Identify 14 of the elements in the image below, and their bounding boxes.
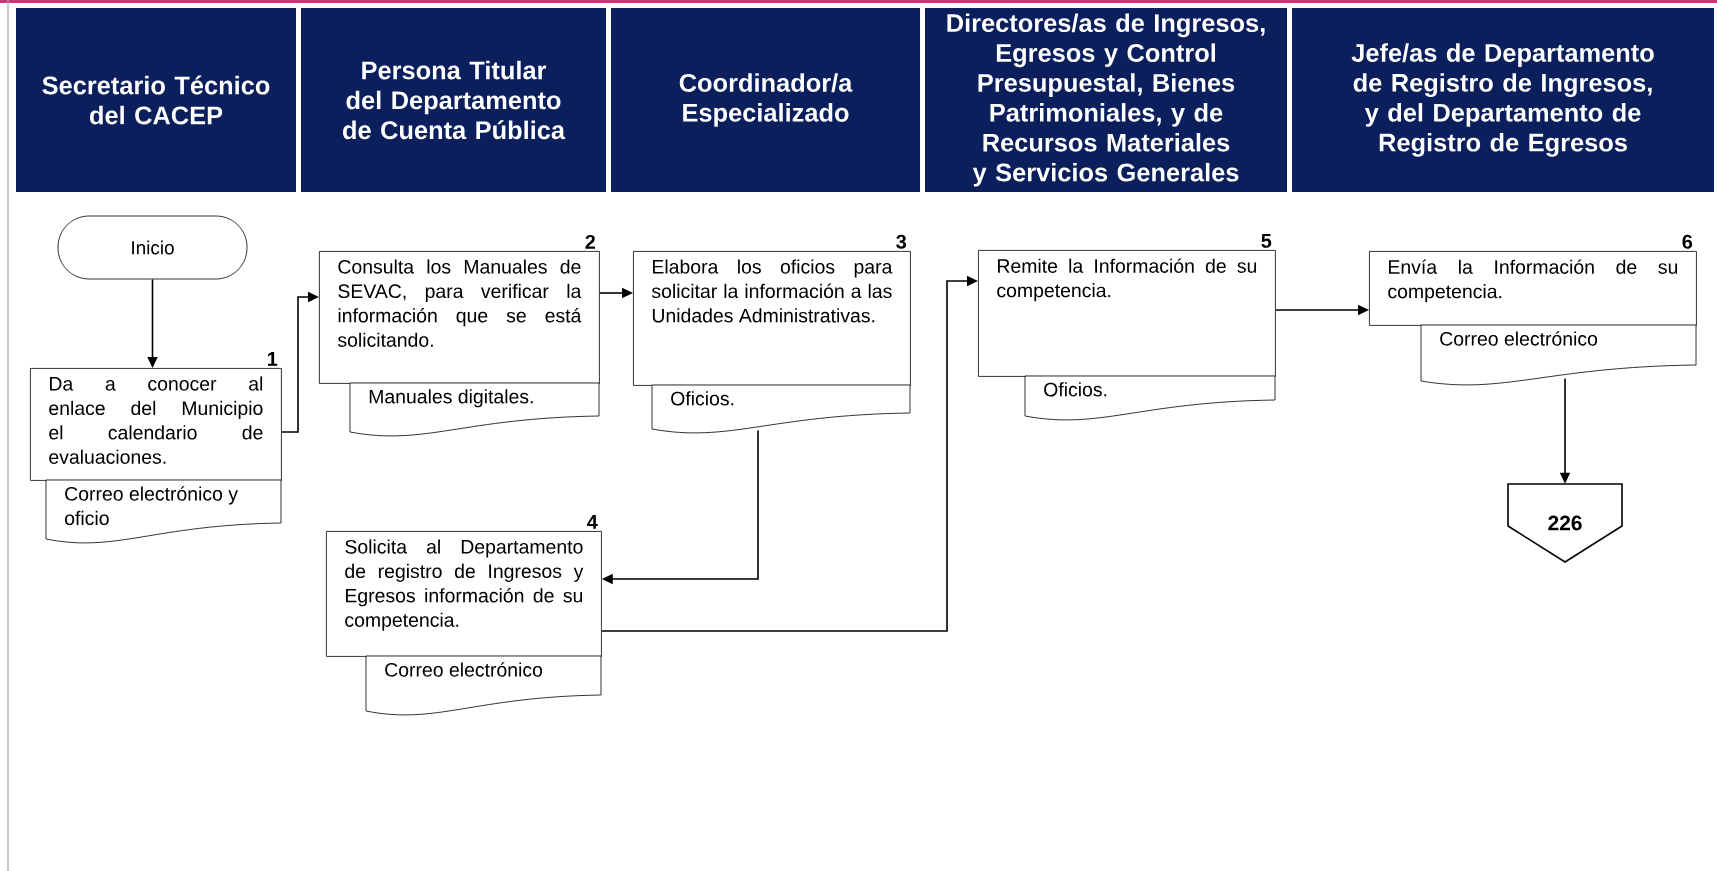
step-number: 1 <box>267 352 278 366</box>
step-number: 2 <box>585 234 595 249</box>
off-page-connector: 226 <box>1507 483 1623 563</box>
step-number: 5 <box>1261 233 1272 248</box>
lane-header: Secretario Técnico del CACEP <box>16 8 296 192</box>
lane-header: Coordinador/a Especializado <box>611 8 920 192</box>
process-box: Da a conocer al enlace del Municipio el calendario de evaluaciones. <box>30 368 282 481</box>
lane-header: Directores/as de Ingresos, Egresos y Control Presupuestal, Bienes Patrimoniales, y de Recursos Materiales y Servicios Generales <box>925 8 1287 192</box>
process-box: Envía la Información de su competencia. <box>1369 251 1697 326</box>
step-number: 3 <box>896 234 907 249</box>
lane-header: Persona Titular del Departamento de Cuenta Pública <box>301 8 606 192</box>
step-number: 6 <box>1682 234 1693 249</box>
step-number: 4 <box>587 515 598 529</box>
lane-header: Jefe/as de Departamento de Registro de Ingresos, y del Departamento de Registro de Egresos <box>1292 8 1714 192</box>
